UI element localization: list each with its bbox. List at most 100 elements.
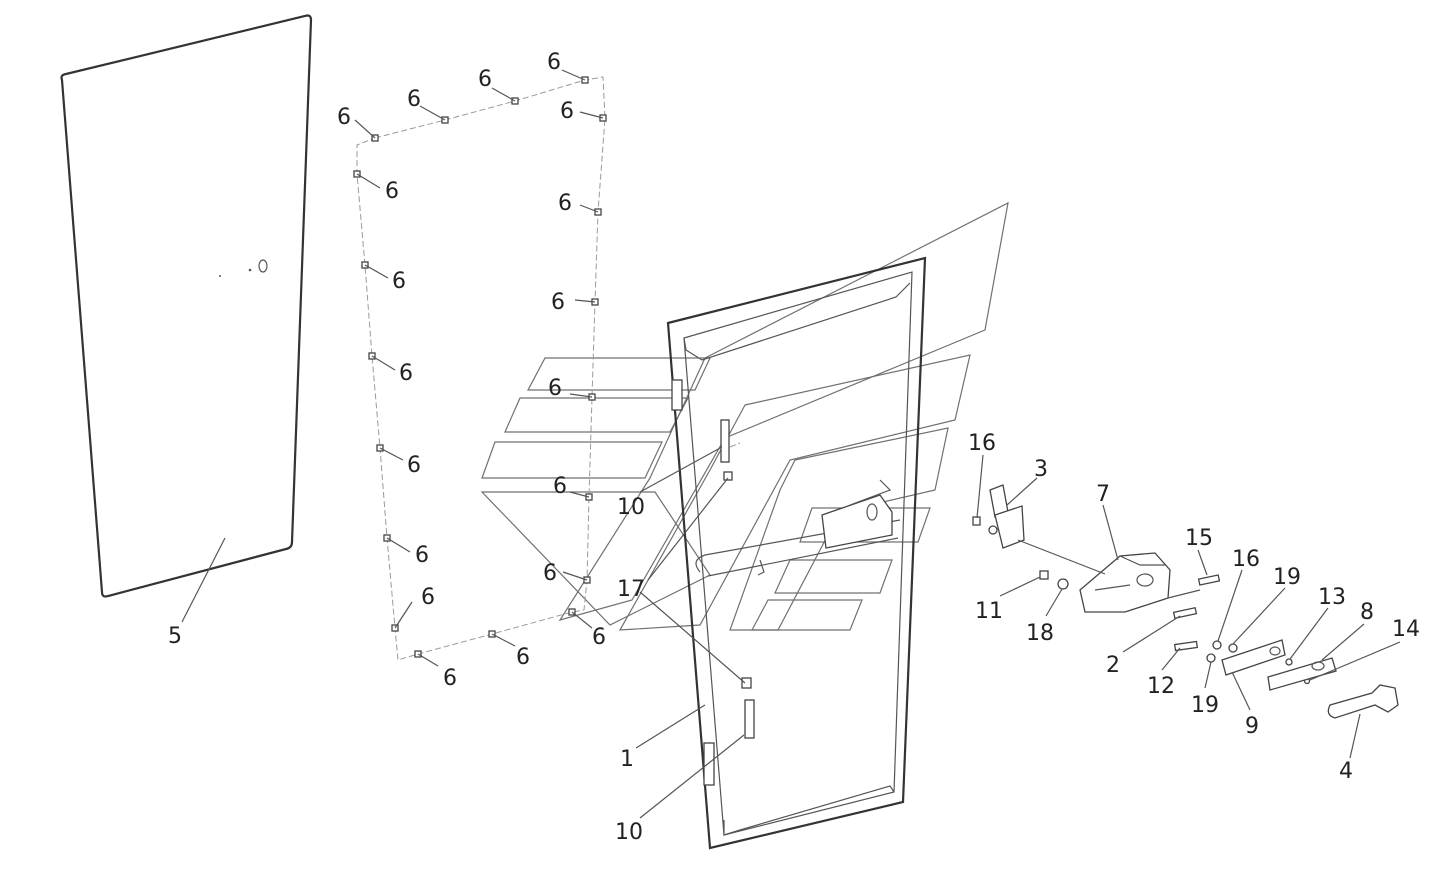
- plate-9-hole: [1269, 646, 1281, 656]
- callout-6: 6: [407, 87, 421, 112]
- leader-7: [1102, 504, 1119, 561]
- plate-8-hole: [1311, 661, 1325, 671]
- leader-17-a: [647, 477, 729, 581]
- leader-11: [999, 576, 1041, 597]
- leader-6: [419, 105, 446, 121]
- callout-3: 3: [1034, 457, 1048, 482]
- door-frame-outer: [666, 256, 927, 850]
- leader-6: [354, 119, 376, 139]
- leader-5: [181, 537, 226, 623]
- watermark-shape: [480, 491, 711, 626]
- plate-9: [1221, 639, 1286, 676]
- door-frame-bottom-rim: [723, 785, 895, 836]
- callout-6: 6: [548, 376, 562, 401]
- watermark-shape: [751, 599, 863, 631]
- callout-7: 7: [1096, 482, 1110, 507]
- callout-17: 17: [617, 577, 645, 602]
- callout-6: 6: [592, 625, 606, 650]
- callout-16: 16: [968, 431, 996, 456]
- callout-10: 10: [617, 495, 645, 520]
- callout-18: 18: [1026, 621, 1054, 646]
- leader-4: [1349, 713, 1361, 759]
- leader-2: [1122, 615, 1181, 653]
- bushings: [723, 471, 752, 689]
- watermark-shape: [729, 427, 949, 631]
- callout-6: 6: [392, 269, 406, 294]
- leader-16b: [1217, 569, 1243, 642]
- callout-6: 6: [399, 361, 413, 386]
- leader-18: [1045, 588, 1063, 617]
- leader-6: [562, 571, 588, 581]
- leader-16a: [976, 454, 984, 519]
- leader-6: [394, 601, 413, 629]
- leader-6: [379, 447, 404, 461]
- leader-17-b: [639, 591, 746, 684]
- door-bracket-detail: [757, 559, 765, 576]
- leader-12: [1161, 647, 1181, 671]
- hinge-pin-lower: [744, 699, 755, 739]
- nut-16: [1212, 640, 1222, 650]
- leader-8: [1321, 623, 1365, 661]
- callout-9: 9: [1245, 714, 1259, 739]
- callout-13: 13: [1318, 585, 1346, 610]
- spacer-13: [1285, 658, 1293, 666]
- latch-body: [994, 505, 1025, 549]
- leader-6: [561, 69, 586, 81]
- leader-6: [574, 299, 596, 303]
- watermark-shape: [774, 559, 893, 594]
- glass-panel: [60, 14, 313, 598]
- seal-frame-outline: [356, 76, 606, 661]
- handle-plates: [1221, 639, 1337, 691]
- upper-hinge: [671, 379, 683, 411]
- callout-19: 19: [1273, 565, 1301, 590]
- door-frame-inner: [683, 271, 913, 836]
- leader-6: [491, 633, 516, 647]
- lock-housing-body: [1079, 552, 1171, 613]
- background-watermark: [480, 201, 1009, 631]
- callout-6: 6: [385, 179, 399, 204]
- callout-6: 6: [407, 453, 421, 478]
- callout-11: 11: [975, 599, 1003, 624]
- washer-19-lower: [1206, 653, 1216, 663]
- leader-6: [569, 491, 590, 498]
- fasteners: [1039, 570, 1311, 685]
- leader-6: [491, 87, 516, 102]
- leader-6: [571, 611, 593, 629]
- leader-3: [1006, 477, 1038, 506]
- glass-panel-outline: [60, 14, 313, 598]
- callout-14: 14: [1392, 617, 1420, 642]
- bushing-lower: [741, 677, 752, 689]
- washer-19-upper: [1228, 643, 1238, 653]
- callout-6: 6: [558, 191, 572, 216]
- leader-6: [579, 204, 599, 213]
- bushing-upper: [723, 471, 733, 481]
- glass-hole: [258, 259, 268, 273]
- callout-4: 4: [1339, 759, 1353, 784]
- callout-labels: 5 6 6 6 6 6 6 6 6 6 6 6 6 6 6 6 6 6 6 6 …: [168, 50, 1420, 845]
- bolt-15: [1197, 574, 1221, 586]
- leader-6: [371, 355, 396, 371]
- lock-bracket: [821, 494, 893, 549]
- door-frame: [666, 256, 927, 850]
- bolt-2: [1172, 607, 1198, 619]
- assembly-line: [1017, 539, 1106, 575]
- door-handle: [1327, 684, 1399, 719]
- leader-1: [635, 704, 706, 749]
- seal-clips: [353, 69, 607, 667]
- screw-11: [1039, 570, 1049, 580]
- callout-6: 6: [547, 50, 561, 75]
- leader-10-lower: [639, 734, 745, 819]
- latch-pivot: [988, 525, 998, 535]
- leader-10-upper: [639, 446, 723, 493]
- door-handle-body: [1327, 684, 1399, 719]
- callout-15: 15: [1185, 526, 1213, 551]
- lock-bracket-hole: [866, 503, 878, 521]
- leader-13: [1289, 607, 1329, 660]
- leader-15: [1197, 549, 1208, 576]
- lock-bracket-tab: [849, 479, 892, 506]
- assembly-lines: [1017, 539, 1201, 599]
- callout-6: 6: [421, 585, 435, 610]
- hinge-pin-upper: [720, 419, 730, 463]
- plate-8: [1267, 657, 1337, 691]
